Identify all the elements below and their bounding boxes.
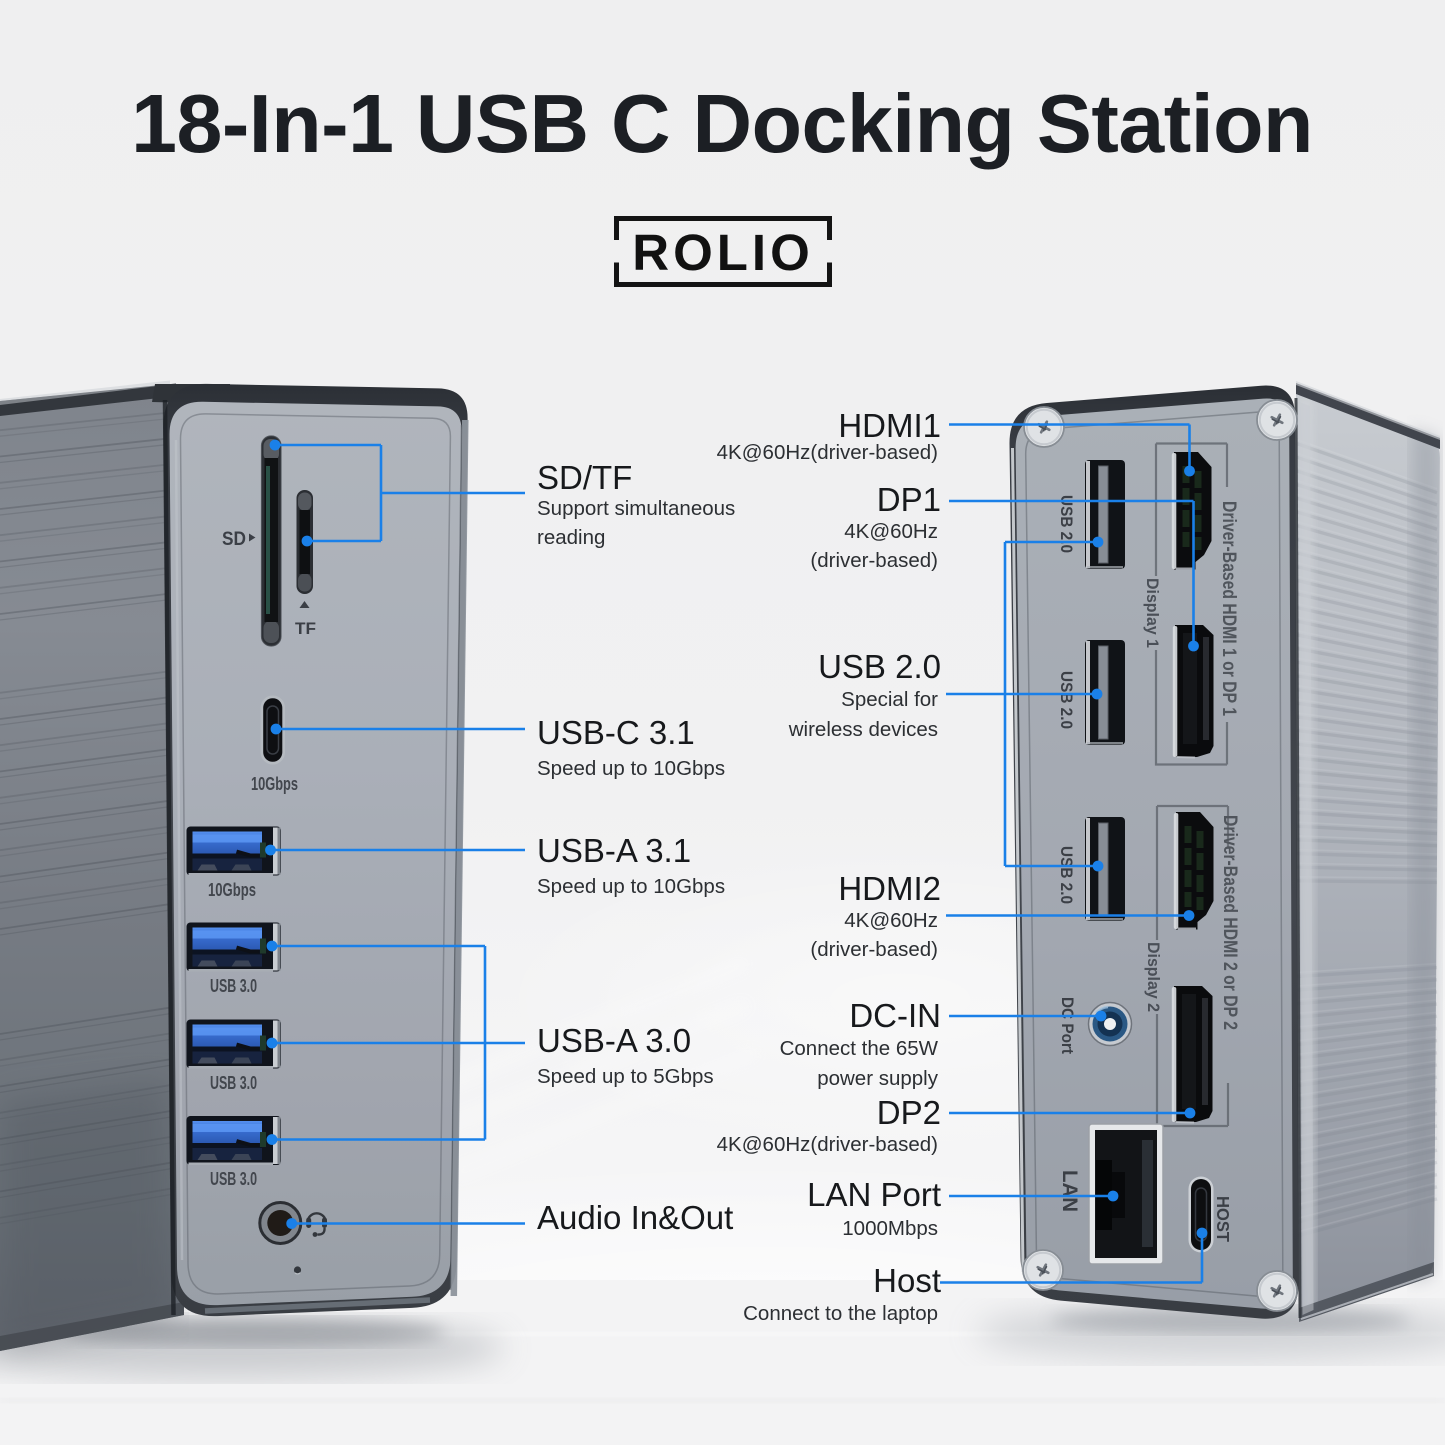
svg-text:Display 1: Display 1 bbox=[1143, 578, 1162, 648]
svg-text:LAN: LAN bbox=[1058, 1170, 1082, 1212]
svg-text:USB 3.0: USB 3.0 bbox=[210, 1073, 257, 1093]
svg-text:USB 2.0: USB 2.0 bbox=[1057, 671, 1076, 729]
svg-text:power supply: power supply bbox=[817, 1067, 939, 1090]
svg-text:10Gbps: 10Gbps bbox=[208, 880, 256, 900]
svg-text:USB 2.0: USB 2.0 bbox=[818, 648, 941, 685]
svg-text:HOST: HOST bbox=[1213, 1196, 1233, 1242]
svg-text:Display 2: Display 2 bbox=[1144, 942, 1163, 1012]
svg-text:HDMI1: HDMI1 bbox=[838, 407, 941, 444]
svg-text:4K@60Hz(driver-based): 4K@60Hz(driver-based) bbox=[717, 1133, 938, 1156]
svg-text:USB-A 3.0: USB-A 3.0 bbox=[537, 1022, 691, 1059]
svg-text:4K@60Hz: 4K@60Hz bbox=[844, 909, 938, 932]
svg-text:SD: SD bbox=[222, 529, 246, 550]
svg-text:Host: Host bbox=[873, 1262, 941, 1299]
svg-text:Connect the 65W: Connect the 65W bbox=[780, 1037, 939, 1060]
svg-text:1000Mbps: 1000Mbps bbox=[842, 1217, 938, 1240]
svg-text:LAN Port: LAN Port bbox=[807, 1176, 941, 1213]
svg-text:TF: TF bbox=[295, 619, 316, 638]
svg-text:USB 2.0: USB 2.0 bbox=[1057, 495, 1076, 553]
svg-text:USB 3.0: USB 3.0 bbox=[210, 1169, 257, 1189]
svg-text:Audio In&Out: Audio In&Out bbox=[537, 1199, 733, 1236]
svg-text:USB-A 3.1: USB-A 3.1 bbox=[537, 832, 691, 869]
svg-text:Speed up to 10Gbps: Speed up to 10Gbps bbox=[537, 875, 725, 898]
svg-text:10Gbps: 10Gbps bbox=[251, 774, 298, 794]
svg-text:Speed up to 5Gbps: Speed up to 5Gbps bbox=[537, 1065, 714, 1088]
svg-text:reading: reading bbox=[537, 526, 605, 549]
svg-text:SD/TF: SD/TF bbox=[537, 459, 632, 496]
svg-text:USB 2.0: USB 2.0 bbox=[1057, 846, 1076, 904]
svg-text:ROLIO: ROLIO bbox=[632, 224, 814, 281]
svg-text:Driver-Based HDMI 1 or DP 1: Driver-Based HDMI 1 or DP 1 bbox=[1218, 501, 1240, 716]
svg-text:HDMI2: HDMI2 bbox=[838, 870, 941, 907]
svg-text:4K@60Hz: 4K@60Hz bbox=[844, 520, 938, 543]
svg-text:Connect to the laptop: Connect to the laptop bbox=[743, 1302, 938, 1325]
svg-text:USB 3.0: USB 3.0 bbox=[210, 976, 257, 996]
svg-text:USB-C 3.1: USB-C 3.1 bbox=[537, 714, 695, 751]
svg-text:(driver-based): (driver-based) bbox=[810, 549, 938, 572]
svg-text:(driver-based): (driver-based) bbox=[810, 938, 938, 961]
svg-text:Special for: Special for bbox=[841, 688, 938, 711]
svg-text:DP2: DP2 bbox=[877, 1094, 941, 1131]
svg-text:DC Port: DC Port bbox=[1058, 997, 1076, 1054]
svg-text:wireless devices: wireless devices bbox=[788, 718, 938, 741]
svg-text:Speed up to 10Gbps: Speed up to 10Gbps bbox=[537, 757, 725, 780]
svg-text:Support simultaneous: Support simultaneous bbox=[537, 497, 735, 520]
svg-text:18-In-1 USB C Docking Station: 18-In-1 USB C Docking Station bbox=[131, 78, 1313, 170]
svg-text:DP1: DP1 bbox=[877, 481, 941, 518]
svg-text:4K@60Hz(driver-based): 4K@60Hz(driver-based) bbox=[717, 441, 938, 464]
svg-text:DC-IN: DC-IN bbox=[849, 997, 941, 1034]
svg-text:Driver-Based HDMI 2 or DP 2: Driver-Based HDMI 2 or DP 2 bbox=[1219, 815, 1241, 1030]
